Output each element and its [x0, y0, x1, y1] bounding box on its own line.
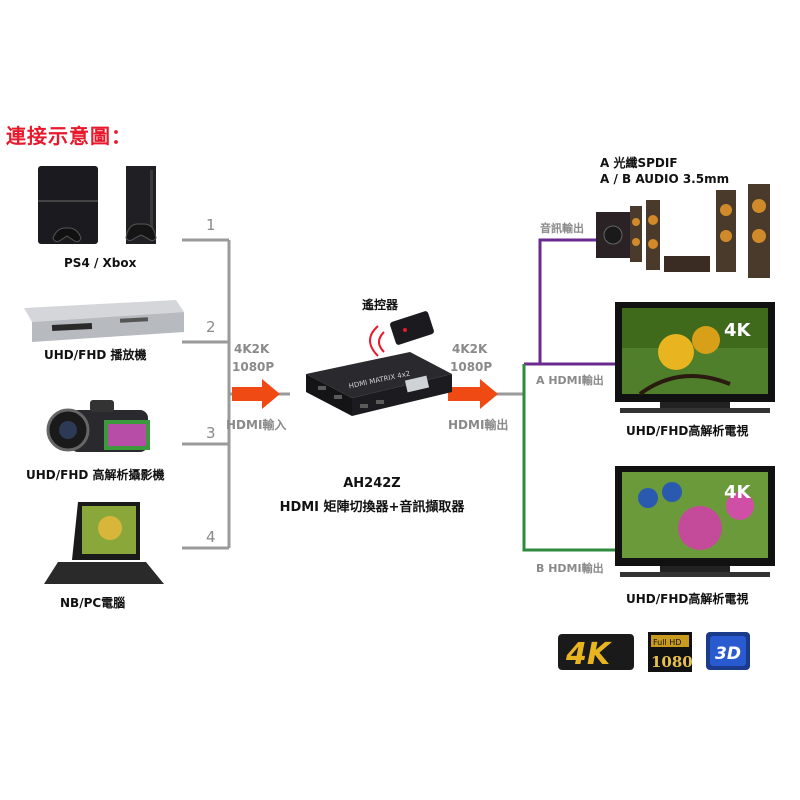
- output-b-port-label: B HDMI輸出: [536, 562, 604, 575]
- fullhd-logo: [648, 632, 692, 672]
- input-label-camcorder: UHD/FHD 高解析攝影機: [26, 468, 165, 482]
- media-player-icon: [24, 300, 184, 342]
- port-number-1: 1: [206, 216, 216, 234]
- threed-logo-text: 3D: [715, 644, 741, 664]
- tv-a-icon: [615, 302, 775, 413]
- port-number-3: 3: [206, 424, 216, 442]
- audio-line: [524, 238, 598, 366]
- audio-out-label: 音訊輸出: [540, 222, 584, 235]
- laptop-icon: [44, 502, 164, 584]
- hdmi-input-label: HDMI輸入: [226, 418, 287, 432]
- ps4-xbox-icon: [38, 166, 157, 244]
- output-b-line: [522, 364, 615, 552]
- output-res-1080: 1080P: [450, 360, 493, 374]
- threed-logo: [706, 632, 750, 670]
- output-res-4k: 4K2K: [452, 342, 488, 356]
- audio-spdif-label: A 光纖SPDIF: [600, 156, 678, 170]
- input-label-player: UHD/FHD 播放機: [44, 348, 147, 362]
- tv-a-badge: 4K: [724, 320, 752, 341]
- device-model: AH242Z: [343, 476, 401, 491]
- port-number-2: 2: [206, 318, 216, 336]
- speaker-system-icon: [596, 184, 770, 278]
- fullhd-logo-num: 1080: [651, 653, 693, 671]
- audio-35mm-label: A / B AUDIO 3.5mm: [600, 172, 730, 186]
- tv-b-badge: 4K: [724, 482, 752, 503]
- remote-icon: [369, 311, 434, 357]
- input-res-4k: 4K2K: [234, 342, 270, 356]
- output-a-port-label: A HDMI輸出: [536, 374, 604, 387]
- tv-b-label: UHD/FHD高解析電視: [626, 592, 749, 606]
- tv-a-label: UHD/FHD高解析電視: [626, 424, 749, 438]
- port-number-4: 4: [206, 528, 216, 546]
- remote-label: 遙控器: [362, 298, 399, 312]
- fullhd-logo-top: Full HD: [653, 638, 681, 647]
- hdmi-output-label: HDMI輸出: [448, 418, 509, 432]
- camcorder-icon: [46, 400, 150, 452]
- input-label-pc: NB/PC電腦: [60, 596, 126, 610]
- page-title: 連接示意圖：: [6, 124, 132, 148]
- matrix-device-icon: [306, 352, 452, 416]
- four-k-logo-text: 4K: [565, 637, 613, 672]
- device-name: HDMI 矩陣切換器+音訊擷取器: [279, 500, 465, 515]
- four-k-logo: [558, 634, 634, 670]
- output-arrow-icon: [448, 379, 498, 409]
- tv-b-icon: [615, 466, 775, 577]
- input-label-ps4-xbox: PS4 / Xbox: [64, 256, 137, 270]
- input-arrow-icon: [232, 379, 280, 409]
- input-res-1080: 1080P: [232, 360, 275, 374]
